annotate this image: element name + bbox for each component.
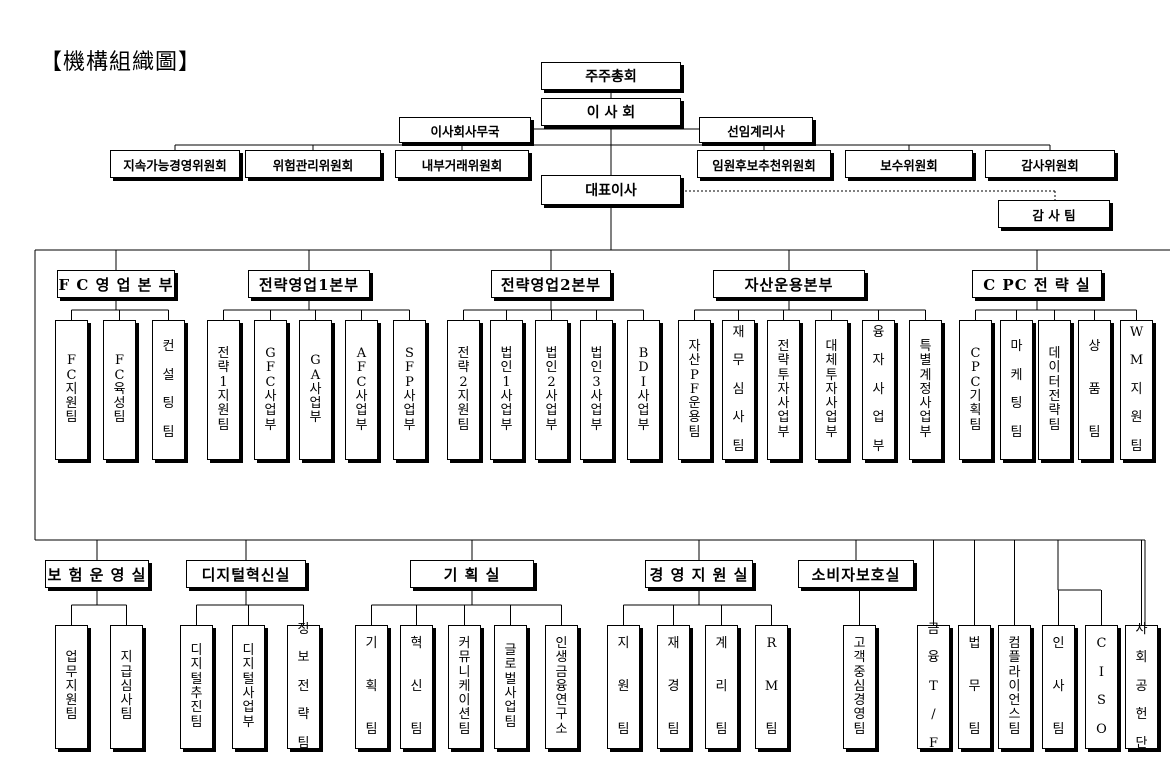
team-box: 커 뮤 니 케 이 션 팀 — [448, 625, 481, 749]
team-box: 기 획 팀 — [355, 625, 388, 749]
board-box: 이 사 회 — [541, 98, 681, 126]
division-box: F C 영 업 본 부 — [57, 270, 175, 298]
independent-team-box: 사 회 공 헌 단 — [1125, 622, 1158, 751]
team-box: 전 략 2 지 원 팀 — [447, 320, 480, 460]
team-box: 전 략 1 지 원 팀 — [207, 320, 240, 460]
team-box: 마 케 팅 팀 — [1000, 320, 1033, 460]
team-box: 인 생 금 융 연 구 소 — [545, 625, 578, 749]
team-box: 디 지 털 사 업 부 — [232, 625, 265, 749]
office-box: 소비자보호실 — [798, 560, 914, 588]
division-box: C PC 전 략 실 — [972, 270, 1102, 298]
team-box: 지 원 팀 — [607, 625, 640, 749]
team-box: 재 경 팀 — [657, 625, 690, 749]
audit-team-box: 감 사 팀 — [998, 200, 1110, 228]
committee-box: 내부거래위원회 — [395, 150, 529, 178]
team-box: 업 무 지 원 팀 — [55, 625, 88, 749]
team-box: S F P 사 업 부 — [393, 320, 426, 460]
team-box: 융 자 사 업 부 — [862, 320, 895, 460]
independent-team-box: 컴 플 라 이 언 스 팀 — [998, 625, 1031, 749]
team-box: F C 육 성 팀 — [103, 320, 136, 460]
independent-team-box: 금 융 T / F — [917, 622, 950, 751]
team-box: 혁 신 팀 — [400, 625, 433, 749]
committee-box: 지속가능경영위원회 — [110, 150, 240, 178]
team-box: 대 체 투 자 사 업 부 — [815, 320, 848, 460]
office-box: 경 영 지 원 실 — [645, 560, 753, 588]
team-box: 데 이 터 전 략 팀 — [1038, 320, 1071, 460]
team-box: 글 로 벌 사 업 팀 — [494, 625, 527, 749]
committee-box: 보수위원회 — [845, 150, 973, 178]
chart-title: 【機構組織圖】 — [40, 50, 202, 75]
office-box: 보 험 운 영 실 — [45, 560, 149, 588]
team-box: 전 략 투 자 사 업 부 — [767, 320, 800, 460]
division-box: 자산운용본부 — [713, 270, 865, 298]
team-box: 법 인 3 사 업 부 — [580, 320, 613, 460]
team-box: 지 급 심 사 팀 — [110, 625, 143, 749]
team-box: W M 지 원 팀 — [1120, 320, 1153, 460]
team-box: C P C 기 획 팀 — [959, 320, 992, 460]
office-box: 디지털혁신실 — [186, 560, 306, 588]
senior-actuary-box: 선임계리사 — [699, 117, 813, 143]
team-box: G A 사 업 부 — [299, 320, 332, 460]
committee-box: 임원후보추천위원회 — [697, 150, 831, 178]
independent-team-box: 인 사 팀 — [1042, 625, 1075, 749]
team-box: 계 리 팀 — [705, 625, 738, 749]
committee-box: 감사위원회 — [985, 150, 1115, 178]
team-box: 디 지 털 추 진 팀 — [180, 625, 213, 749]
team-box: 법 인 2 사 업 부 — [535, 320, 568, 460]
office-box: 기 획 실 — [410, 560, 534, 588]
team-box: F C 지 원 팀 — [55, 320, 88, 460]
team-box: 고 객 중 심 경 영 팀 — [843, 625, 876, 749]
team-box: R M 팀 — [755, 625, 788, 749]
team-box: 법 인 1 사 업 부 — [490, 320, 523, 460]
shareholders-meeting-box: 주주총회 — [541, 62, 681, 90]
team-box: A F C 사 업 부 — [345, 320, 378, 460]
team-box: B D I 사 업 부 — [627, 320, 660, 460]
team-box: 정 보 전 략 팀 — [287, 622, 320, 751]
independent-team-box: C I S O — [1085, 625, 1118, 749]
team-box: 상 품 팀 — [1078, 320, 1111, 460]
board-office-box: 이사회사무국 — [399, 117, 531, 143]
team-box: 재 무 심 사 팀 — [722, 320, 755, 460]
team-box: 컨 설 팅 팀 — [152, 320, 185, 460]
division-box: 전략영업1본부 — [248, 270, 370, 298]
independent-team-box: 법 무 팀 — [958, 625, 991, 749]
team-box: 자 산 P F 운 용 팀 — [678, 320, 711, 460]
team-box: G F C 사 업 부 — [254, 320, 287, 460]
division-box: 전략영업2본부 — [491, 270, 611, 298]
team-box: 특 별 계 정 사 업 부 — [909, 320, 942, 460]
ceo-box: 대표이사 — [541, 175, 681, 205]
committee-box: 위험관리위원회 — [245, 150, 381, 178]
